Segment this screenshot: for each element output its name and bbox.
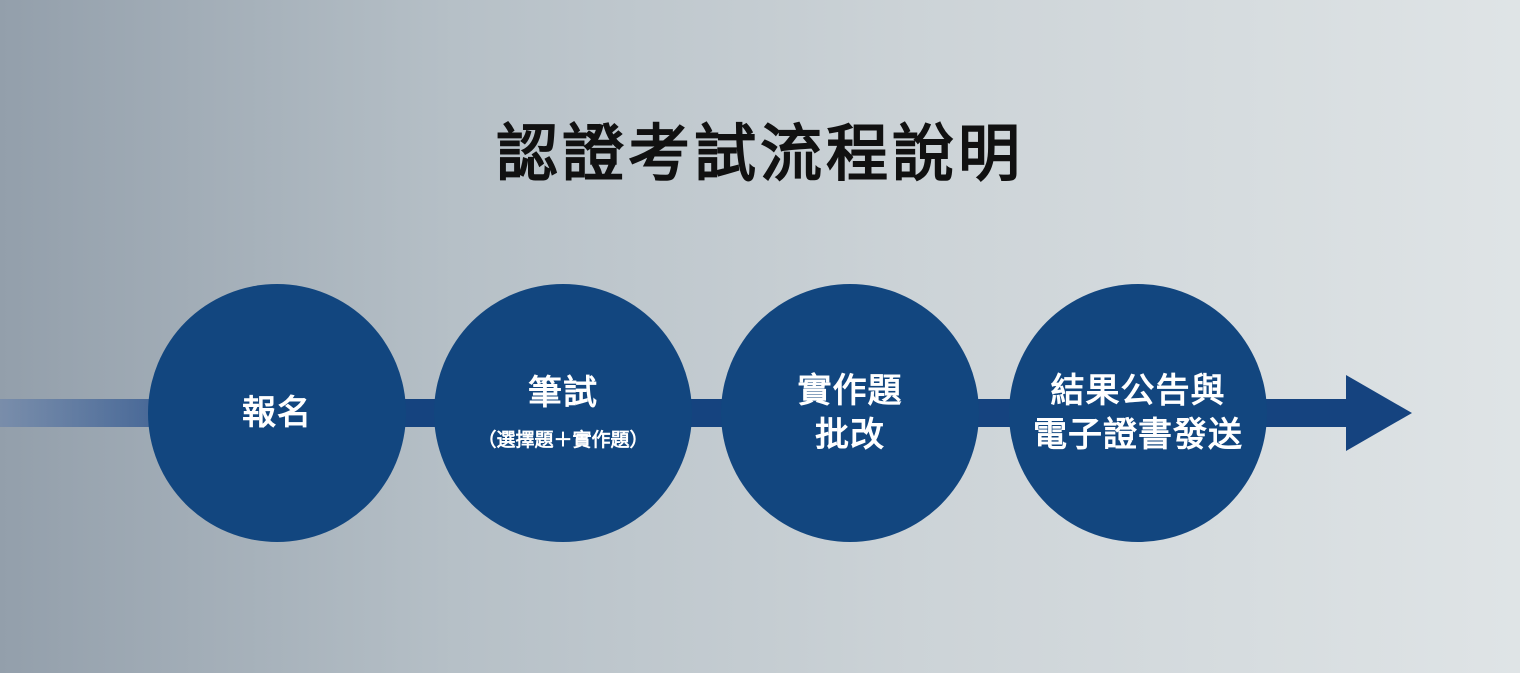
flow-track-fade: [0, 399, 160, 427]
step-label: 實作題 批改: [797, 371, 903, 455]
step-register: 報名: [148, 284, 406, 542]
step-sublabel: （選擇題＋實作題）: [477, 429, 649, 451]
step-label: 報名: [242, 393, 312, 433]
step-written-exam: 筆試 （選擇題＋實作題）: [434, 284, 692, 542]
step-label: 筆試: [528, 373, 598, 413]
step-practical-grading: 實作題 批改: [721, 284, 979, 542]
page-title: 認證考試流程說明: [495, 117, 1024, 190]
arrow-head-icon: [1346, 375, 1412, 451]
step-results-certificate: 結果公告與 電子證書發送: [1009, 284, 1267, 542]
step-label: 結果公告與 電子證書發送: [1033, 371, 1243, 455]
